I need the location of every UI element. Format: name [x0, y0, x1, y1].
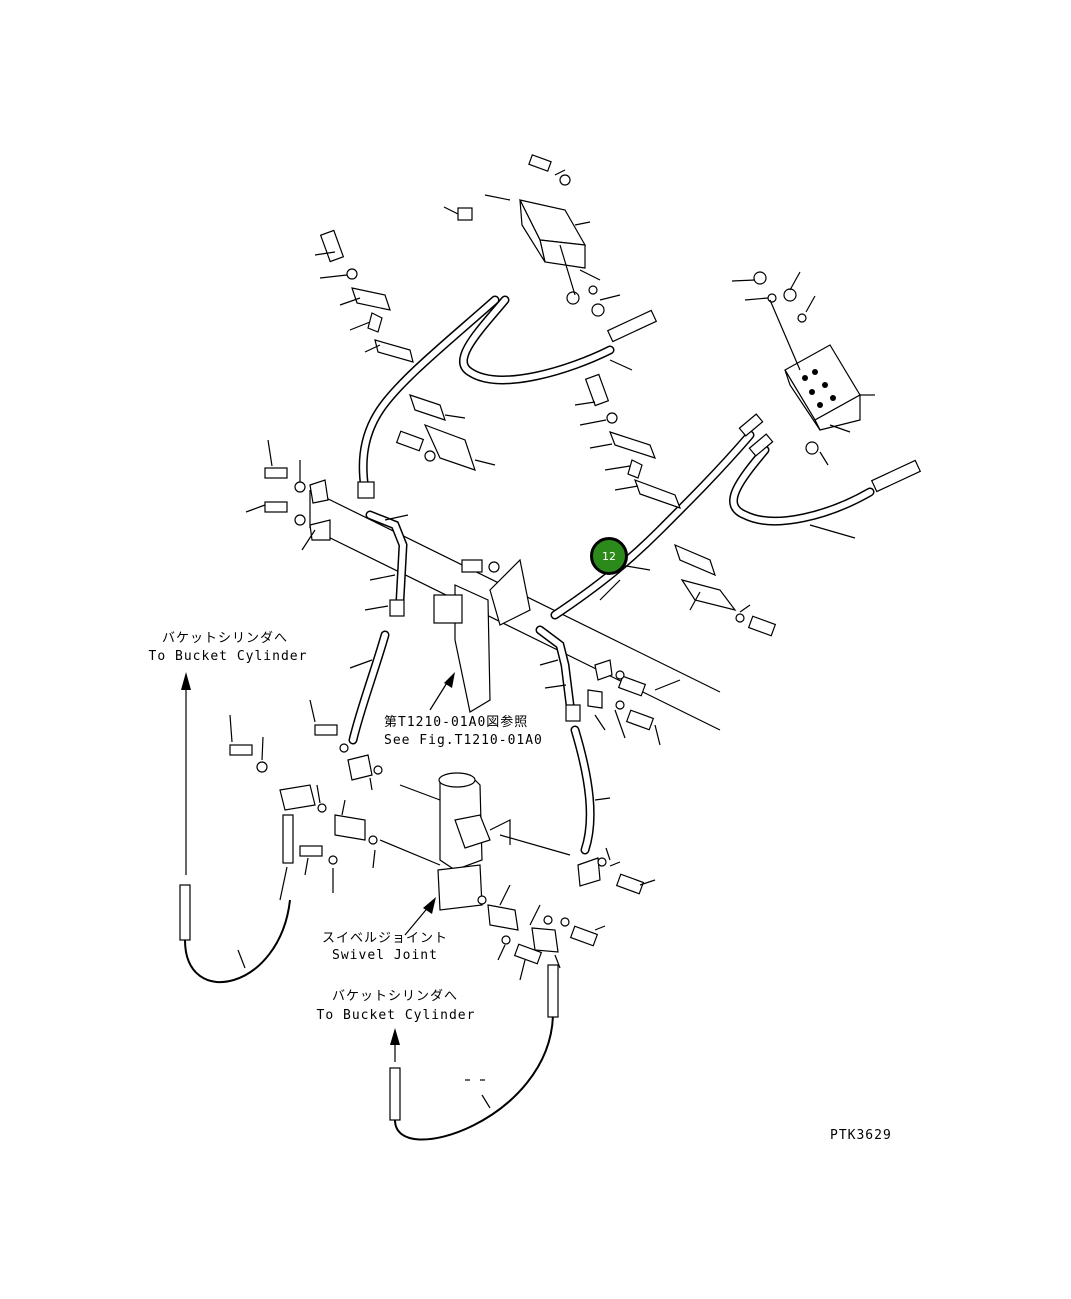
- crossbar-fittings: [245, 439, 681, 746]
- upper-valve-block: [443, 154, 621, 317]
- lower-left-fittings: [229, 699, 383, 901]
- drawing-code: PTK3629: [830, 1128, 892, 1143]
- lower-right-fittings: [477, 847, 656, 981]
- right-valve-block: [731, 271, 875, 466]
- see-figure-label-jp: 第T1210-01A0図参照: [384, 715, 529, 730]
- center-pipes: [348, 510, 611, 855]
- bucket-cylinder-label-bottom-jp: バケットシリンダへ: [331, 989, 458, 1004]
- arrows: [181, 672, 455, 1062]
- right-clamps: [574, 373, 777, 637]
- swivel-joint-part: [379, 772, 571, 911]
- bucket-cylinder-label-top-en: To Bucket Cylinder: [148, 649, 308, 664]
- boom-frame: [309, 489, 721, 731]
- see-figure-label-en: See Fig.T1210-01A0: [384, 733, 543, 748]
- bucket-hoses: [179, 884, 559, 1141]
- swivel-joint-label-jp: スイベルジョイント: [321, 931, 448, 946]
- bucket-cylinder-label-bottom-en: To Bucket Cylinder: [316, 1008, 476, 1023]
- part-callout-12[interactable]: 12: [590, 537, 628, 575]
- upper-left-hoses: [357, 295, 658, 499]
- right-hoses: [550, 413, 922, 620]
- swivel-joint-label-en: Swivel Joint: [332, 948, 438, 963]
- bucket-cylinder-label-top-jp: バケットシリンダへ: [161, 631, 288, 646]
- upper-clamps: [314, 229, 496, 471]
